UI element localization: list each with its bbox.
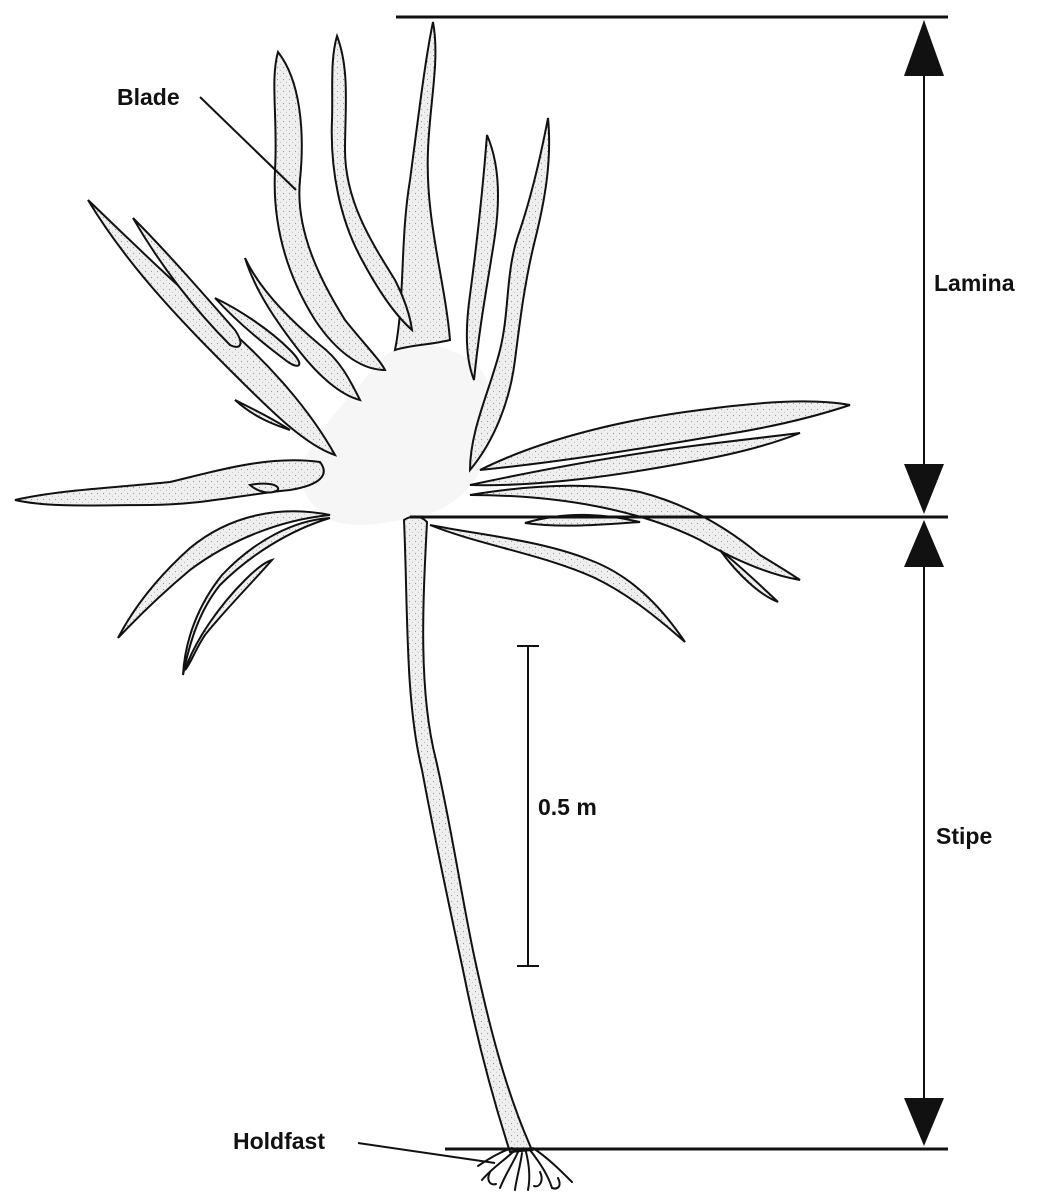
holdfast-label: Holdfast: [233, 1130, 325, 1153]
blade-frond: [467, 135, 498, 380]
arrowhead-icon: [904, 20, 944, 76]
stipe-stem: [404, 516, 532, 1152]
blade-frond: [470, 486, 800, 580]
blade-label: Blade: [117, 86, 180, 109]
blade-frond: [332, 36, 412, 330]
arrowhead-icon: [904, 520, 944, 567]
lamina-label: Lamina: [934, 272, 1015, 295]
arrowhead-icon: [904, 464, 944, 514]
blade-frond: [15, 460, 324, 505]
stipe-label: Stipe: [936, 825, 992, 848]
holdfast-leader-line: [358, 1143, 495, 1163]
leader-lines: [200, 97, 495, 1163]
arrowhead-icon: [904, 1098, 944, 1146]
blade-frond: [430, 525, 685, 642]
holdfast-roots: [478, 1148, 572, 1190]
scale-bar: [517, 646, 539, 966]
scale-bar-label: 0.5 m: [538, 796, 597, 819]
